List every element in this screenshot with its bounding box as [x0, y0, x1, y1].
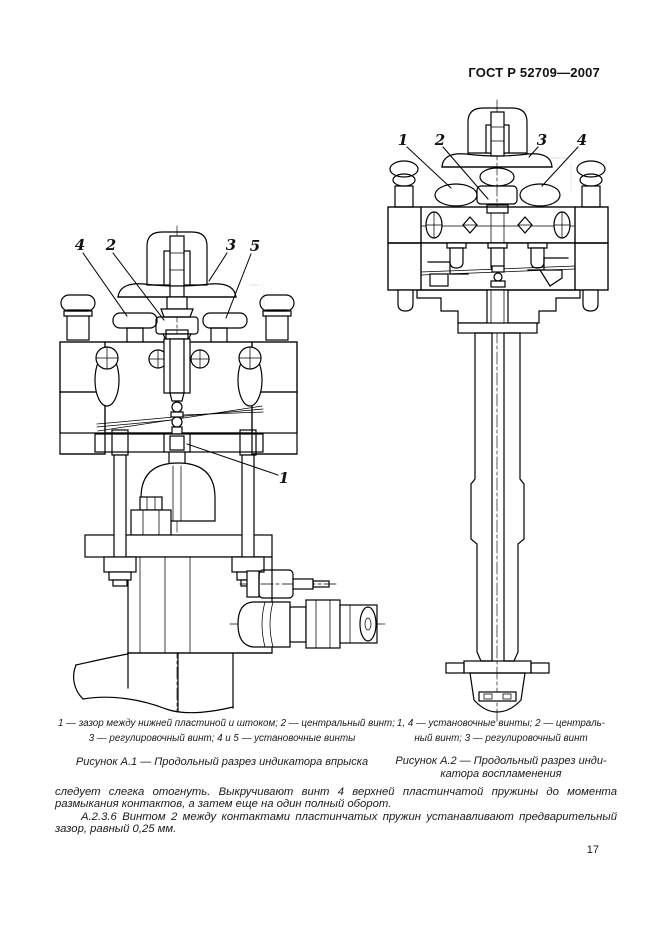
body-paragraph-2: А.2.3.6 Винтом 2 между контактами пласти… — [55, 810, 617, 836]
fig-a2-legend-line1: 1, 4 — установочные винты; 2 — централь- — [396, 718, 606, 729]
figure-a2: 1 2 3 4 — [387, 99, 609, 723]
fig-a2-title-line1: Рисунок А.2 — Продольный разрез инди- — [395, 754, 607, 767]
fig-a1-label-4: 4 — [75, 236, 85, 254]
fig-a2-legend-line2: ный винт; 3 — регулировочный винт — [414, 732, 588, 744]
fig-a2-label-1: 1 — [398, 131, 408, 149]
fig-a2-label-2: 2 — [434, 131, 445, 149]
fig-a1-label-1: 1 — [279, 469, 289, 487]
figure-a1: 4 2 3 5 1 — [59, 225, 386, 714]
fig-a2-label-3: 3 — [537, 131, 547, 149]
fig-a1-title: Рисунок А.1 — Продольный разрез индикато… — [75, 755, 369, 768]
body-paragraph-1: следует слегка отогнуть. Выкручивают вин… — [55, 786, 617, 811]
fig-a1-legend-line1: 1 — зазор между нижней пластиной и штоко… — [58, 718, 395, 729]
doc-header: ГОСТ Р 52709—2007 — [468, 65, 600, 80]
fig-a2-label-4: 4 — [577, 131, 587, 149]
page-number: 17 — [586, 844, 599, 856]
fig-a1-legend-line2: 3 — регулировочный винт; 4 и 5 — установ… — [88, 732, 356, 744]
figure-a2-caption-block: 1, 4 — установочные винты; 2 — централь-… — [382, 717, 620, 781]
body-text: следует слегка отогнуть. Выкручивают вин… — [55, 786, 617, 836]
figure-a1-caption-block: 1 — зазор между нижней пластиной и штоко… — [58, 717, 395, 769]
fig-a2-title-line2: катора воспламенения — [440, 767, 562, 780]
fig-a1-label-5: 5 — [250, 237, 260, 255]
fig-a1-label-2: 2 — [105, 236, 116, 254]
fig-a1-label-3: 3 — [226, 236, 236, 254]
